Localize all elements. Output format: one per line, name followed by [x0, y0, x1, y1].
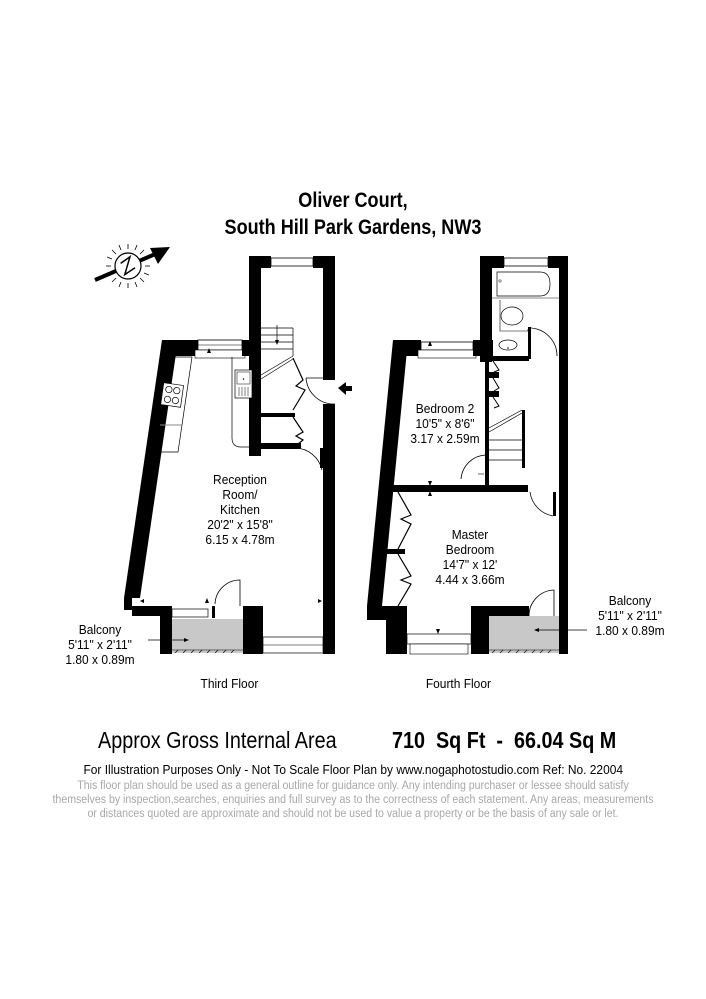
third-floor-plan: [124, 256, 352, 654]
room-name: Master: [451, 527, 489, 542]
room-label-balcony-third: Balcony 5'11" x 2'11" 1.80 x 0.89m: [54, 622, 146, 667]
room-name: Balcony: [608, 593, 652, 608]
room-dimensions-metric: 1.80 x 0.89m: [595, 623, 665, 638]
floor-label-fourth: Fourth Floor: [425, 676, 491, 691]
room-label-bedroom-2: Bedroom 2 10'5" x 8'6" 3.17 x 2.59m: [394, 401, 495, 446]
disclaimer-line: or distances quoted are approximate and …: [87, 808, 619, 820]
info-text: For Illustration Purposes Only - Not To …: [83, 762, 623, 777]
north-compass-arrow-icon: [94, 244, 170, 288]
area-summary: Approx Gross Internal Area 710 Sq Ft - 6…: [0, 727, 706, 753]
room-dimensions-metric: 1.80 x 0.89m: [65, 652, 135, 667]
room-dimensions-metric: 4.44 x 3.66m: [435, 572, 505, 587]
title-line-1: Oliver Court,: [298, 189, 408, 212]
area-label: Approx Gross Internal Area: [98, 727, 337, 753]
room-label-master-bedroom: Master Bedroom 14'7" x 12' 4.44 x 3.66m: [419, 527, 520, 587]
fourth-floor-plan: [367, 256, 587, 655]
room-dimensions-imperial: 20'2" x 15'8": [207, 517, 273, 532]
room-name: Room/: [222, 487, 258, 502]
disclaimer: This floor plan should be used as a gene…: [0, 779, 706, 821]
room-dimensions-imperial: 10'5" x 8'6": [415, 416, 475, 431]
room-name: Kitchen: [220, 502, 260, 517]
room-dimensions-imperial: 5'11" x 2'11": [68, 637, 132, 652]
balcony-fourth-floor: [489, 616, 559, 653]
room-name: Bedroom: [445, 542, 495, 557]
disclaimer-line: themselves by inspection,searches, enqui…: [52, 794, 654, 806]
floor-label-third: Third Floor: [200, 676, 259, 691]
room-name: Reception: [213, 472, 267, 487]
room-name: Balcony: [78, 622, 122, 637]
info-line: For Illustration Purposes Only - Not To …: [0, 762, 706, 777]
room-label-balcony-fourth: Balcony 5'11" x 2'11" 1.80 x 0.89m: [584, 593, 676, 638]
disclaimer-line: This floor plan should be used as a gene…: [77, 780, 629, 792]
room-dimensions-metric: 6.15 x 4.78m: [205, 532, 275, 547]
room-dimensions-imperial: 5'11" x 2'11": [598, 608, 662, 623]
room-name: Bedroom 2: [415, 401, 475, 416]
room-dimensions-imperial: 14'7" x 12': [442, 557, 498, 572]
area-value: 710 Sq Ft - 66.04 Sq M: [392, 727, 617, 753]
room-dimensions-metric: 3.17 x 2.59m: [410, 431, 480, 446]
title-line-2: South Hill Park Gardens, NW3: [224, 216, 482, 239]
entrance-arrow-icon: [338, 382, 352, 395]
room-label-reception-kitchen: Reception Room/ Kitchen 20'2" x 15'8" 6.…: [185, 472, 295, 547]
balcony-third-floor: [172, 619, 243, 653]
